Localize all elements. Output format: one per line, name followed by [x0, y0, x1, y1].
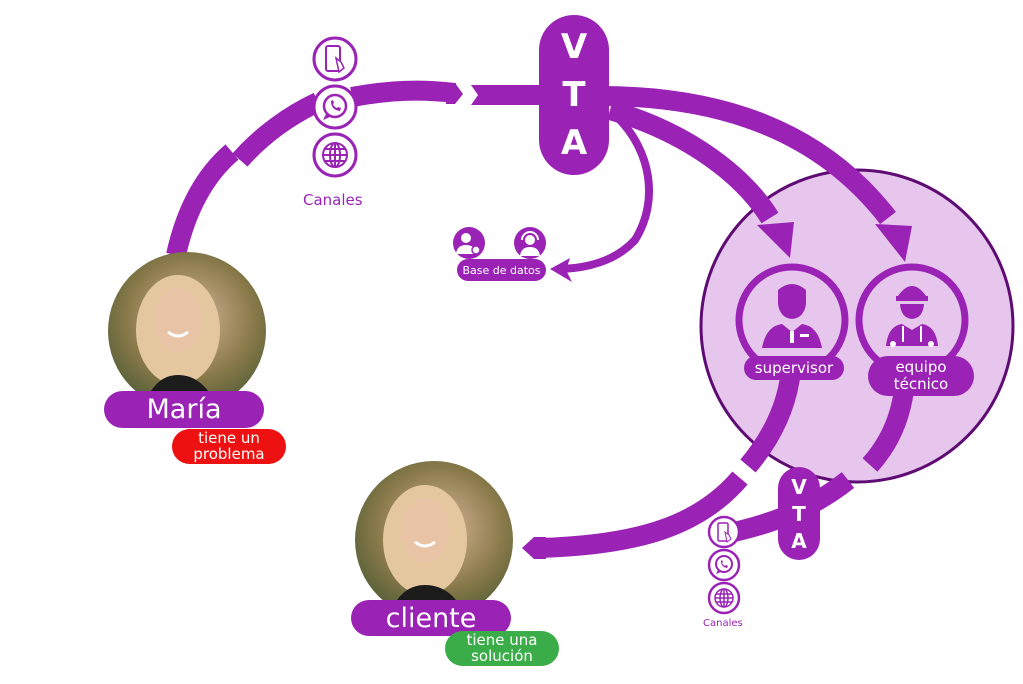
smartphone-touch-icon	[325, 45, 345, 74]
cliente-avatar	[355, 461, 513, 619]
channel-circle	[312, 36, 358, 82]
flow-arrow-maria-to-channels	[166, 144, 239, 258]
vta-letter: A	[560, 123, 588, 163]
flow-arrow-chevron	[232, 92, 323, 167]
flow-arrow-supervisor-down	[740, 376, 800, 473]
database-group	[453, 227, 546, 259]
globe-icon	[714, 588, 734, 608]
whatsapp-icon	[715, 555, 733, 574]
maria-status-line1: tiene un	[198, 429, 260, 447]
vta-letter: T	[792, 501, 806, 526]
smartphone-touch-icon	[717, 522, 732, 543]
vta-letter: V	[560, 27, 588, 67]
cliente-status-badge: tiene una solución	[445, 631, 559, 666]
technical-label-line2: técnico	[893, 375, 949, 393]
channels-top-label: Canales	[303, 191, 363, 209]
channel-circle	[707, 548, 741, 582]
flow-arrow-head-cliente	[522, 537, 546, 559]
maria-name-label: María	[104, 391, 264, 428]
flow-arrow-channels-to-vta	[350, 80, 457, 107]
channels-bottom-group	[707, 515, 741, 615]
whatsapp-icon	[322, 93, 348, 120]
vta-letter: V	[791, 474, 807, 499]
vta-bottom-badge: V T A	[778, 467, 820, 560]
channels-top-group	[312, 36, 358, 178]
database-label: Base de datos	[457, 259, 546, 281]
technical-label: equipo técnico	[868, 356, 974, 396]
flow-arrow-technical-down	[862, 388, 914, 472]
worker-helmet-icon	[886, 286, 938, 347]
globe-icon	[322, 142, 348, 168]
cliente-status-line2: solución	[471, 647, 533, 665]
flow-arrow-head-technical	[875, 224, 912, 262]
maria-avatar	[108, 252, 266, 410]
technical-label-line1: equipo	[895, 358, 947, 376]
supervisor-label: supervisor	[744, 356, 844, 380]
cliente-status-line1: tiene una	[466, 631, 538, 649]
flow-arrow-vta-to-database	[561, 115, 653, 273]
channels-bottom-label: Canales	[703, 618, 743, 629]
flow-arrow-vta-to-technical	[599, 86, 896, 225]
flow-arrow-head-supervisor	[757, 222, 794, 258]
supervisor-icon	[762, 284, 822, 348]
maria-status-badge: tiene un problema	[172, 429, 286, 464]
headset-agent-icon	[520, 231, 540, 256]
vta-top-badge: V T A	[539, 15, 609, 175]
channel-circle	[707, 515, 741, 549]
vta-letter: T	[562, 75, 586, 115]
vta-letter: A	[791, 528, 807, 553]
flow-arrow-head	[446, 83, 463, 104]
flow-arrow-head-database	[550, 258, 572, 282]
flow-arrow-supervisor-to-cliente	[539, 471, 748, 558]
flow-arrow-tail	[471, 85, 545, 105]
cliente-name-label: cliente	[351, 600, 511, 636]
user-gear-icon-bg	[453, 227, 485, 259]
flow-arrow-vta-to-supervisor	[607, 100, 779, 224]
user-gear-icon	[456, 233, 481, 255]
maria-status-line2: problema	[193, 445, 265, 463]
